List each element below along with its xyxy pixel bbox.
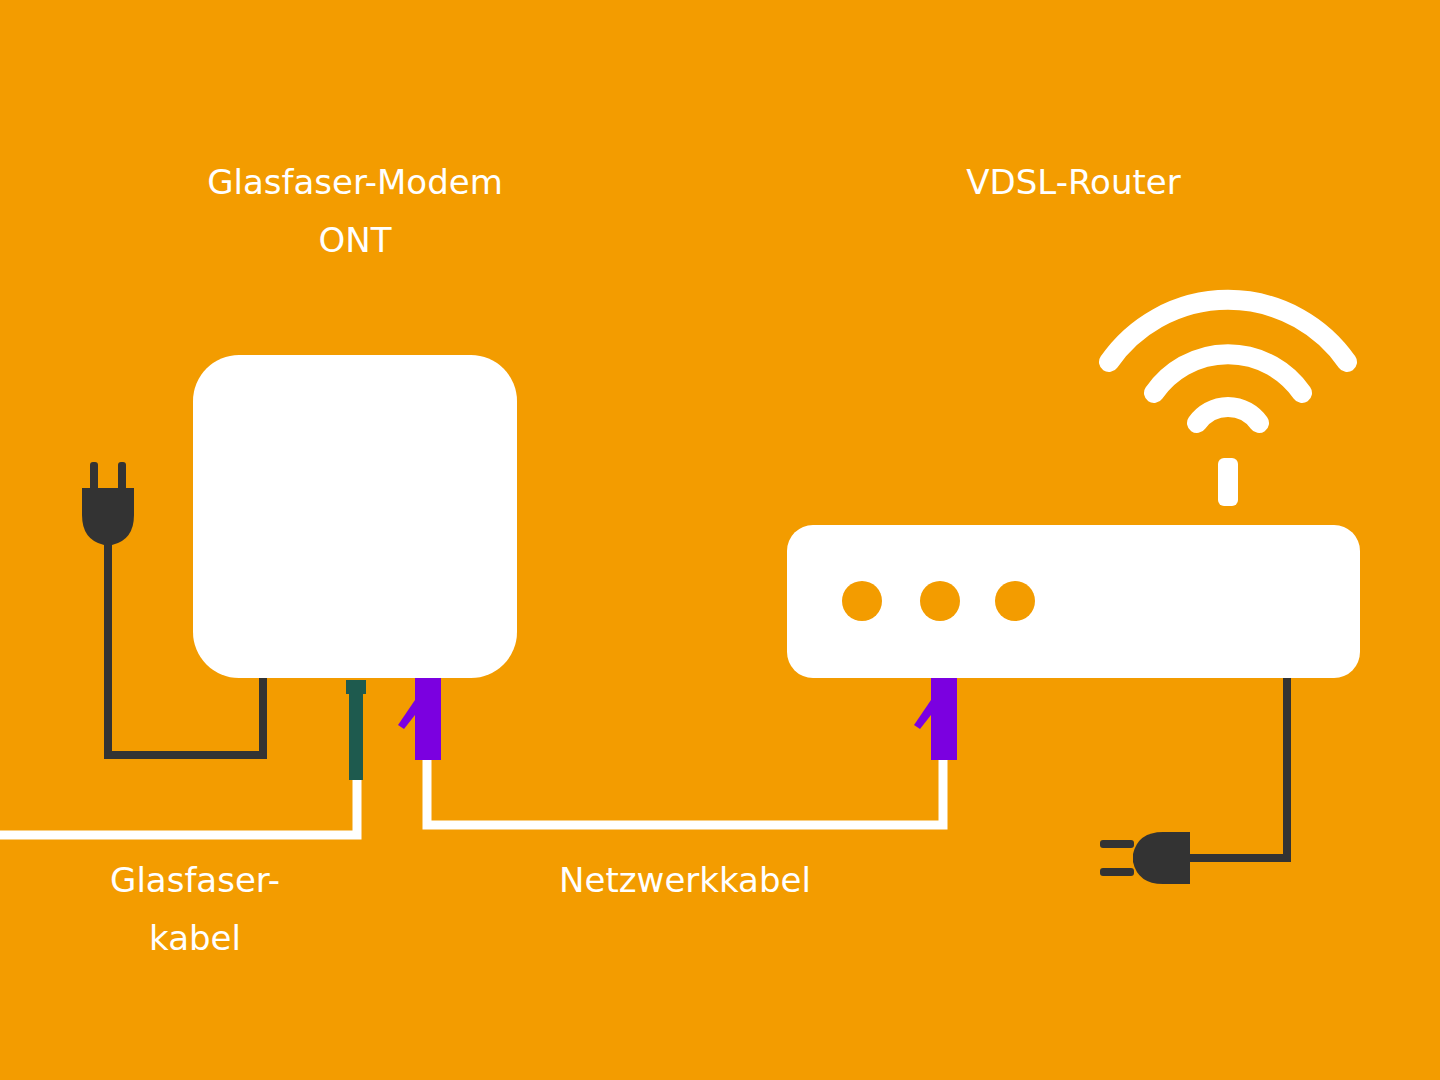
fiber-connector bbox=[349, 680, 363, 780]
cable-label: Netzwerkkabel bbox=[559, 851, 811, 909]
fiber-cable bbox=[0, 775, 357, 835]
power-plug bbox=[1100, 832, 1190, 884]
rj45-plug bbox=[398, 676, 957, 760]
device-heading: VDSL-Router bbox=[864, 153, 1284, 211]
status-led bbox=[842, 581, 882, 621]
fiber-connector bbox=[346, 680, 366, 694]
ont-box: Glasfaser-Modem ONT bbox=[193, 355, 517, 678]
device-heading: Glasfaser-Modem ONT bbox=[185, 153, 525, 269]
router-box: VDSL-Router bbox=[787, 525, 1360, 678]
power-plug bbox=[82, 462, 134, 545]
network-cable bbox=[427, 678, 943, 825]
wifi-stem bbox=[1218, 458, 1238, 506]
status-led bbox=[920, 581, 960, 621]
power-cord bbox=[1180, 676, 1287, 858]
wifi-icon bbox=[1109, 300, 1347, 423]
status-led bbox=[995, 581, 1035, 621]
cable-label: Glasfaser- kabel bbox=[85, 851, 305, 967]
